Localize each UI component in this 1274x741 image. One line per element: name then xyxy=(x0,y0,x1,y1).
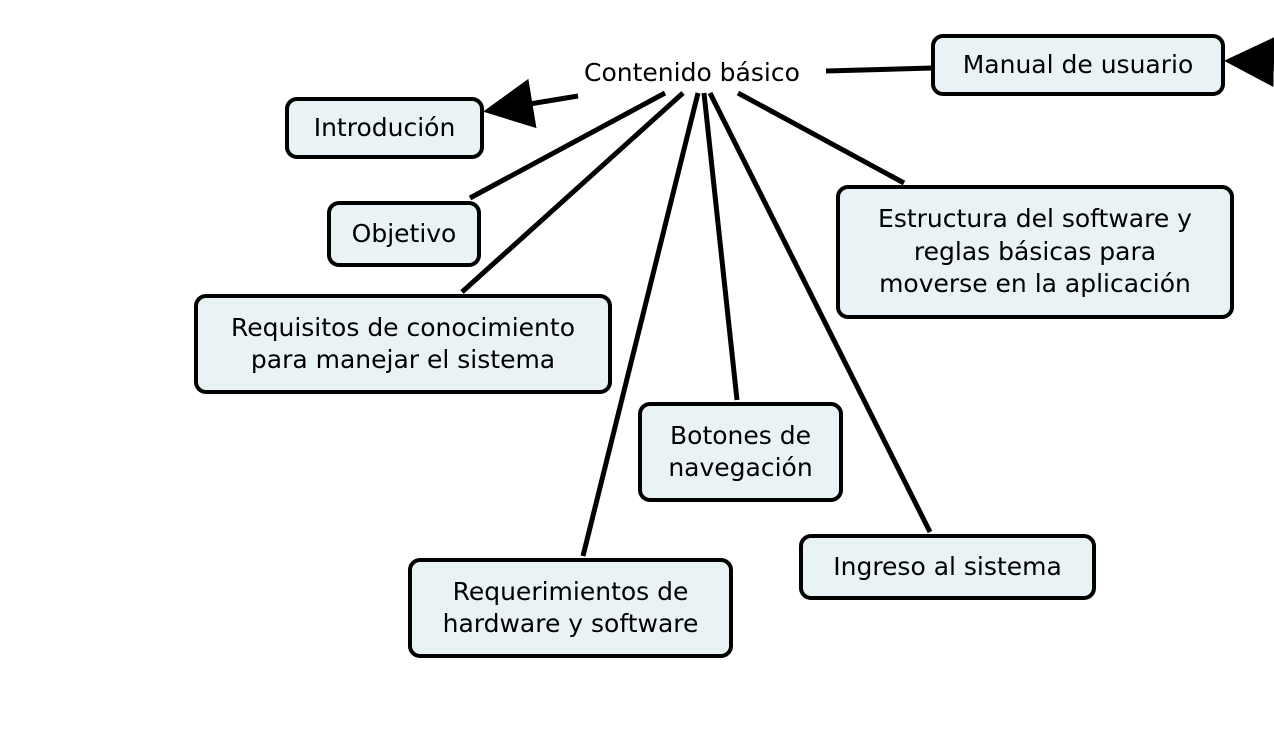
connector-incoming-manual xyxy=(1224,37,1274,87)
connector-center-introducion xyxy=(483,78,579,129)
node-ingreso[interactable]: Ingreso al sistema xyxy=(799,534,1096,600)
center-concept: Contenido básico xyxy=(584,58,800,87)
connector-manual-center xyxy=(825,65,933,74)
connector-center-estructura xyxy=(736,90,906,186)
node-objetivo[interactable]: Objetivo xyxy=(327,201,481,267)
connector-center-objetivo xyxy=(468,90,667,201)
node-requerimientos[interactable]: Requerimientos de hardware y software xyxy=(408,558,733,658)
node-requisitos[interactable]: Requisitos de conocimiento para manejar … xyxy=(194,294,612,394)
connector-center-requerimientos xyxy=(580,92,701,557)
connector-center-ingreso xyxy=(707,91,933,534)
node-botones[interactable]: Botones de navegación xyxy=(638,402,843,502)
connector-center-requisitos xyxy=(460,91,685,294)
node-manual-de-usuario[interactable]: Manual de usuario xyxy=(931,34,1225,96)
node-estructura[interactable]: Estructura del software y reglas básicas… xyxy=(836,185,1234,319)
connector-center-botones xyxy=(701,92,740,401)
node-introducion[interactable]: Introdución xyxy=(285,97,484,159)
